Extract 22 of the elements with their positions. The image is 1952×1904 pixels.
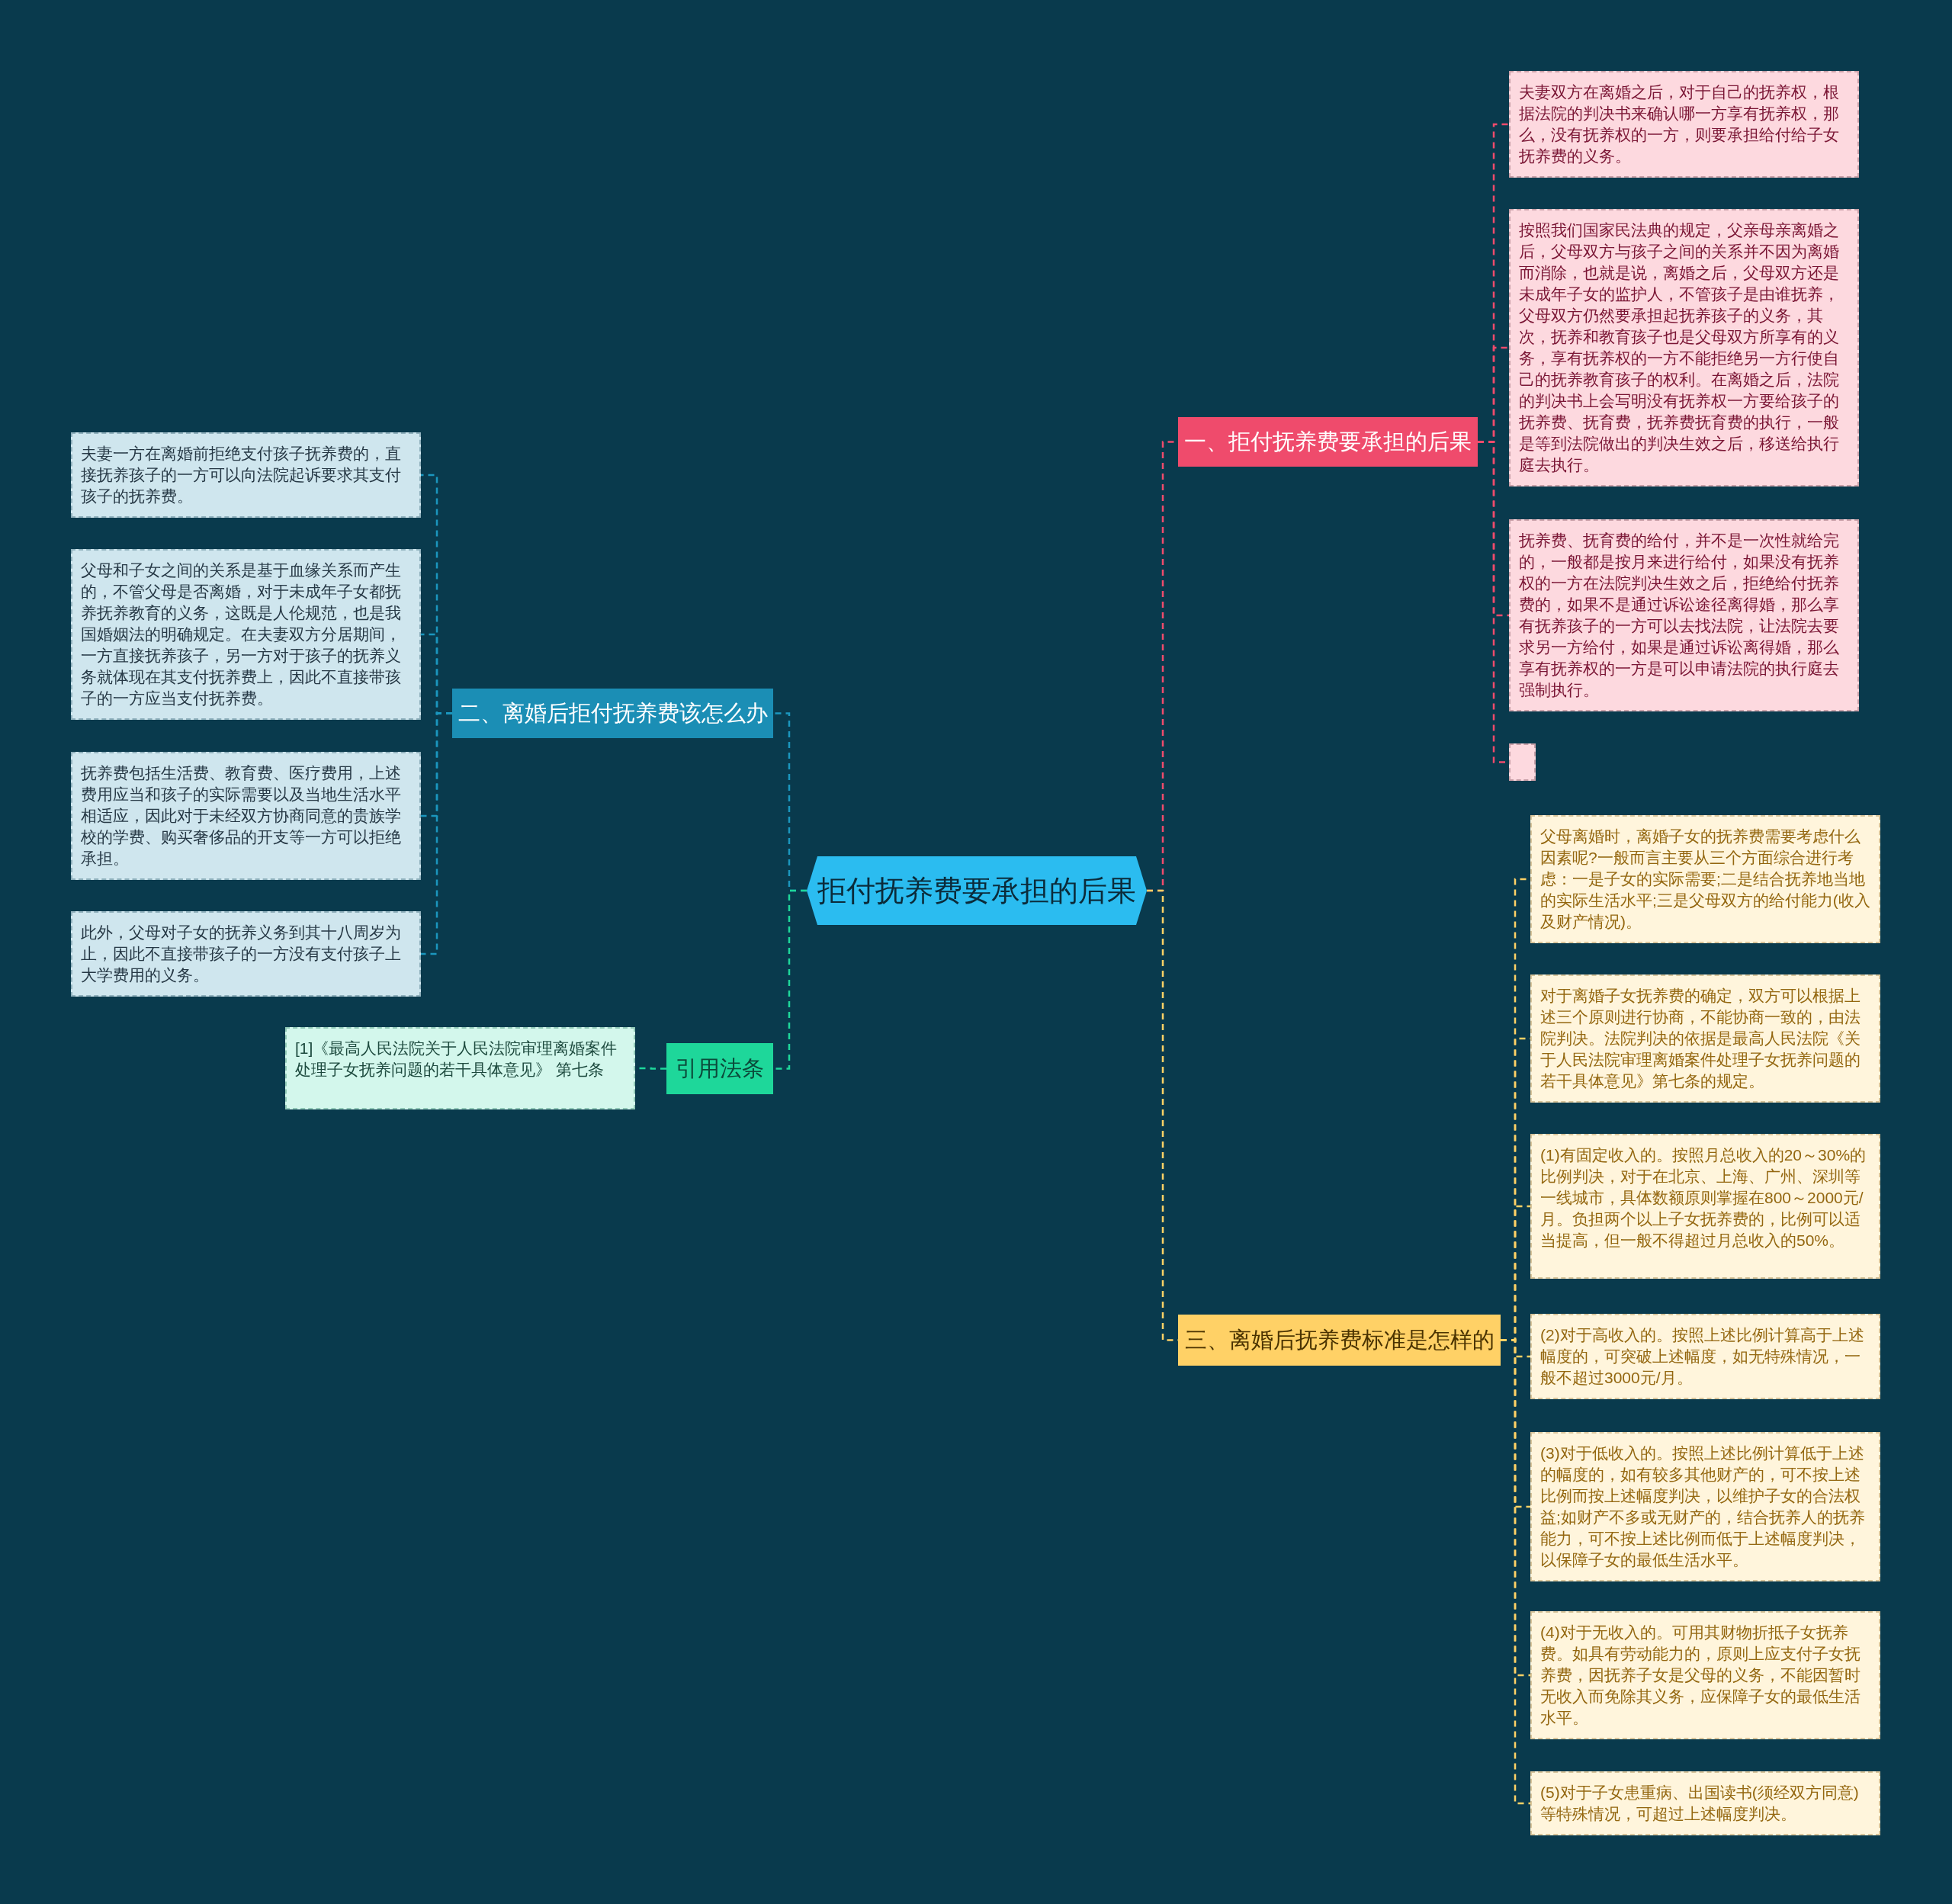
text-card: [1]《最高人民法院关于人民法院审理离婚案件处理子女抚养问题的若干具体意见》 第七条 [285, 1027, 635, 1109]
branch-box: 二、离婚后拒付抚养费该怎么办 [452, 689, 773, 738]
text-card: 对于离婚子女抚养费的确定，双方可以根据上述三个原则进行协商，不能协商一致的，由法院判决。法院判决的依据是最高人民法院《关于人民法院审理离婚案件处理子女抚养问题的若干具体意见》第七条的规定。 [1530, 974, 1880, 1103]
empty-box [1509, 743, 1536, 781]
text-card: 夫妻一方在离婚前拒绝支付孩子抚养费的，直接抚养孩子的一方可以向法院起诉要求其支付孩子的抚养费。 [71, 432, 421, 518]
topic-hexagon: 拒付抚养费要承担的后果 [807, 856, 1147, 925]
text-card: (4)对于无收入的。可用其财物折抵子女抚养费。如具有劳动能力的，原则上应支付子女抚养费，因抚养子女是父母的义务，不能因暂时无收入而免除其义务，应保障子女的最低生活水平。 [1530, 1611, 1880, 1739]
text-card: 此外，父母对子女的抚养义务到其十八周岁为止，因此不直接带孩子的一方没有支付孩子上大学费用的义务。 [71, 911, 421, 997]
text-card: 抚养费包括生活费、教育费、医疗费用，上述费用应当和孩子的实际需要以及当地生活水平相适应，因此对于未经双方协商同意的贵族学校的学费、购买奢侈品的开支等一方可以拒绝承担。 [71, 752, 421, 880]
branch-box: 三、离婚后抚养费标准是怎样的 [1178, 1315, 1501, 1366]
branch-box: 引用法条 [666, 1043, 773, 1094]
connector-line [421, 712, 452, 955]
text-card: 夫妻双方在离婚之后，对于自己的抚养权，根据法院的判决书来确认哪一方享有抚养权，那么，没有抚养权的一方，则要承担给付给子女抚养费的义务。 [1509, 71, 1859, 178]
text-card: (1)有固定收入的。按照月总收入的20～30%的比例判决，对于在北京、上海、广州、深圳等一线城市，具体数额原则掌握在800～2000元/月。负担两个以上子女抚养费的，比例可以适当提高，但一般不得超过月总收入的50%。 [1530, 1134, 1880, 1279]
text-card: 父母离婚时，离婚子女的抚养费需要考虑什么因素呢?一般而言主要从三个方面综合进行考虑：一是子女的实际需要;二是结合抚养地当地的实际生活水平;三是父母双方的给付能力(收入及财产情况)。 [1530, 815, 1880, 943]
text-card: 按照我们国家民法典的规定，父亲母亲离婚之后，父母双方与孩子之间的关系并不因为离婚而消除，也就是说，离婚之后，父母双方还是未成年子女的监护人，不管孩子是由谁抚养，父母双方仍然要承担起抚养孩子的义务，其次，抚养和教育孩子也是父母双方所享有的义务，享有抚养权的一方不能拒绝另一方行使自己的抚养教育孩子的权利。在离婚之后，法院的判决书上会写明没有抚养权一方要给孩子的抚养费、抚育费，抚养费抚育费的执行，一般是等到法院做出的判决生效之后，移送给执行庭去执行。 [1509, 209, 1859, 486]
text-card: (3)对于低收入的。按照上述比例计算低于上述的幅度的，如有较多其他财产的，可不按上述比例而按上述幅度判决，以维护子女的合法权益;如财产不多或无财产的，结合抚养人的抚养能力，可不按上述比例而低于上述幅度判决，以保障子女的最低生活水平。 [1530, 1432, 1880, 1581]
text-card: (5)对于子女患重病、出国读书(须经双方同意)等特殊情况，可超过上述幅度判决。 [1530, 1771, 1880, 1835]
branch-box: 一、拒付抚养费要承担的后果 [1178, 417, 1478, 467]
text-card: 父母和子女之间的关系是基于血缘关系而产生的，不管父母是否离婚，对于未成年子女都抚养抚养教育的义务，这既是人伦规范，也是我国婚姻法的明确规定。在夫妻双方分居期间，一方直接抚养孩子，另一方对于孩子的抚养义务就体现在其支付抚养费上，因此不直接带孩子的一方应当支付抚养费。 [71, 549, 421, 720]
text-card: (2)对于高收入的。按照上述比例计算高于上述幅度的，可突破上述幅度，如无特殊情况，一般不超过3000元/月。 [1530, 1314, 1880, 1399]
text-card: 抚养费、抚育费的给付，并不是一次性就给完的，一般都是按月来进行给付，如果没有抚养权的一方在法院判决生效之后，拒绝给付抚养费的，如果不是通过诉讼途径离得婚，那么享有抚养孩子的一方可以去找法院，让法院去要求另一方给付，如果是通过诉讼离得婚，那么享有抚养权的一方是可以申请法院的执行庭去强制执行。 [1509, 519, 1859, 711]
